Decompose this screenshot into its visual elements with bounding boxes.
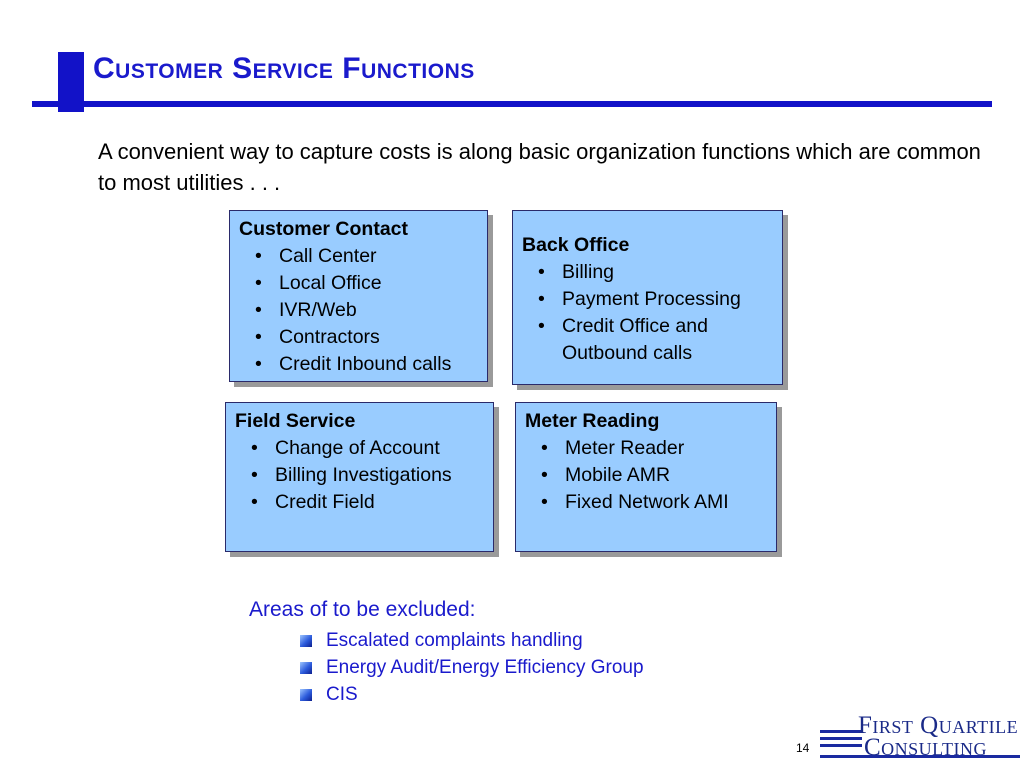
list-item: •Meter Reader: [525, 435, 776, 462]
intro-text: A convenient way to capture costs is alo…: [98, 139, 981, 195]
bullet-icon: •: [251, 464, 258, 486]
list-item: CIS: [300, 684, 660, 706]
bullet-icon: •: [538, 315, 545, 337]
bullet-icon: •: [538, 288, 545, 310]
bullet-icon: •: [255, 245, 262, 267]
list-item: Energy Audit/Energy Efficiency Group: [300, 657, 646, 679]
square-bullet-icon: [300, 662, 312, 674]
bullet-icon: •: [255, 272, 262, 294]
excluded-heading: Areas of to be excluded:: [249, 598, 476, 621]
bullet-icon: •: [541, 437, 548, 459]
bullet-icon: •: [541, 491, 548, 513]
page-number: 14: [796, 741, 810, 755]
bullet-icon: •: [538, 261, 545, 283]
excluded-list: Escalated complaints handling Energy Aud…: [300, 630, 660, 711]
logo-lines-icon: [820, 730, 862, 751]
list-item: •Credit Inbound calls: [239, 351, 487, 378]
list-item: •Fixed Network AMI: [525, 489, 776, 516]
box-list: •Billing •Payment Processing •Credit Off…: [522, 259, 782, 367]
bullet-icon: •: [255, 299, 262, 321]
field-service-box: Field Service •Change of Account •Billin…: [225, 402, 494, 552]
box-title: Customer Contact: [239, 218, 409, 240]
bullet-icon: •: [251, 437, 258, 459]
list-item: •Mobile AMR: [525, 462, 776, 489]
list-item: •Local Office: [239, 270, 487, 297]
square-bullet-icon: [300, 689, 312, 701]
box-title: Field Service: [235, 410, 356, 432]
customer-contact-box: Customer Contact •Call Center •Local Off…: [229, 210, 488, 382]
list-item: Escalated complaints handling: [300, 630, 660, 652]
title-underline-rule: [32, 101, 992, 107]
list-item: •Billing: [522, 259, 782, 286]
back-office-box: Back Office •Billing •Payment Processing…: [512, 210, 783, 385]
slide-title: Customer Service Functions: [93, 52, 475, 85]
list-item: •Payment Processing: [522, 286, 782, 313]
bullet-icon: •: [251, 491, 258, 513]
list-item: •Credit Office and Outbound calls: [538, 315, 708, 364]
meter-reading-box: Meter Reading •Meter Reader •Mobile AMR …: [515, 402, 777, 552]
bullet-icon: •: [255, 353, 262, 375]
logo-line1: First Quartile: [858, 712, 1019, 739]
box-title: Back Office: [522, 234, 630, 256]
list-item: •Billing Investigations: [235, 462, 493, 489]
square-bullet-icon: [300, 635, 312, 647]
box-list: •Call Center •Local Office •IVR/Web •Con…: [239, 243, 487, 378]
logo-rule: [820, 755, 1020, 758]
list-item: •IVR/Web: [239, 297, 487, 324]
list-item: •Call Center: [239, 243, 487, 270]
list-item: •Change of Account: [235, 435, 493, 462]
list-item: •Credit Field: [235, 489, 493, 516]
bullet-icon: •: [541, 464, 548, 486]
box-list: •Meter Reader •Mobile AMR •Fixed Network…: [525, 435, 776, 516]
company-logo: First Quartile Consulting: [820, 712, 1020, 761]
bullet-icon: •: [255, 326, 262, 348]
list-item: •Contractors: [239, 324, 487, 351]
box-list: •Change of Account •Billing Investigatio…: [235, 435, 493, 516]
box-title: Meter Reading: [525, 410, 660, 432]
